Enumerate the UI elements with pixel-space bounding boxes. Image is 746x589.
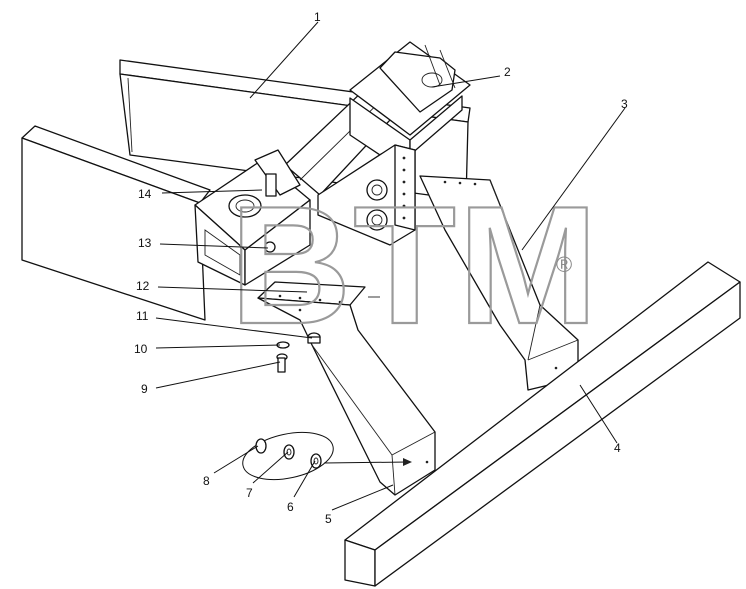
- callout-13: 13: [138, 236, 152, 250]
- watermark-text: BTM: [230, 171, 600, 359]
- hardware-group: [242, 431, 412, 481]
- callout-1: 1: [314, 10, 321, 24]
- callout-10: 10: [134, 342, 148, 356]
- callout-11: 11: [136, 309, 149, 323]
- bumper-beam: [344, 261, 741, 587]
- leader-lines: [155, 21, 626, 511]
- bracket-assembly-left: [194, 149, 311, 286]
- callout-9: 9: [141, 382, 148, 396]
- callout-12: 12: [136, 279, 150, 293]
- callout-7: 7: [246, 486, 253, 500]
- registered-mark: ®: [556, 252, 572, 277]
- callout-5: 5: [325, 512, 332, 526]
- brand-watermark: BTM ®: [229, 170, 600, 360]
- callout-6: 6: [287, 500, 294, 514]
- callout-2: 2: [504, 65, 511, 79]
- center-mount-bracket: [317, 144, 416, 246]
- callout-8: 8: [203, 474, 210, 488]
- callout-3: 3: [621, 97, 628, 111]
- callout-4: 4: [614, 441, 621, 455]
- support-leg-front: [257, 281, 436, 496]
- fastener-stack: [276, 332, 321, 373]
- callout-labels: 1 2 3 4 5 6 7 8 9 10 11 12 13 14: [134, 10, 628, 526]
- frame-beam-lower: [21, 125, 211, 321]
- callout-14: 14: [138, 187, 152, 201]
